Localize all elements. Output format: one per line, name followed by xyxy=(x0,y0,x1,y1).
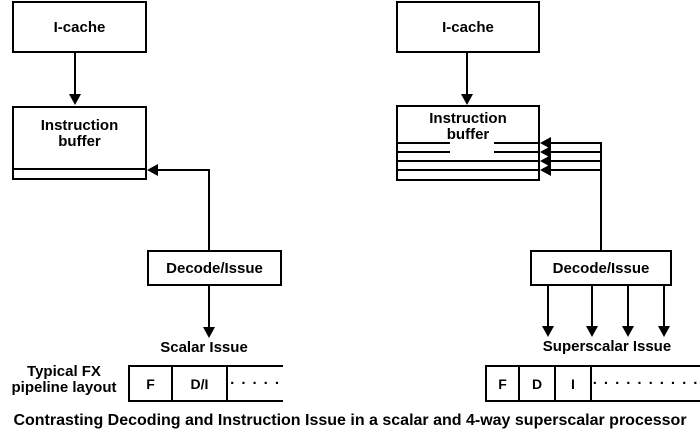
scalar-pipeline-caption-line2: pipeline layout xyxy=(11,379,117,396)
issue-arrow-line-2 xyxy=(591,286,593,326)
superscalar-decode-issue-label: Decode/Issue xyxy=(552,259,650,277)
superscalar-buffer-label-line1: Instruction xyxy=(429,110,507,127)
scalar-buffer-label-line2: buffer xyxy=(58,133,101,150)
scalar-pipeline-caption-line1: Typical FX xyxy=(27,363,101,380)
scalar-decode-issue-box: Decode/Issue xyxy=(147,250,282,286)
buffer-feed-arrowhead-4-icon xyxy=(540,164,551,176)
issue-arrow-line-1 xyxy=(547,286,549,326)
buffer-entry-line-2-left xyxy=(396,151,450,153)
superscalar-issue-label: Superscalar Issue xyxy=(542,338,672,355)
issue-arrow-line-4 xyxy=(663,286,665,326)
scalar-issue-label: Scalar Issue xyxy=(160,339,248,356)
scalar-feedback-arrowhead-icon xyxy=(147,164,158,176)
issue-arrowhead-3-icon xyxy=(622,326,634,337)
superscalar-fetch-arrow-line xyxy=(466,53,468,94)
superscalar-pipeline-stage-fetch: F xyxy=(485,365,520,402)
superscalar-icache-box: I-cache xyxy=(396,1,540,53)
superscalar-feedback-vertical-line xyxy=(600,142,602,250)
scalar-issue-arrowhead-icon xyxy=(203,327,215,338)
superscalar-buffer-label-line2: buffer xyxy=(446,126,490,143)
scalar-feedback-vertical-line xyxy=(208,169,210,250)
buffer-feed-line-4 xyxy=(551,169,602,171)
scalar-issue-arrow-line xyxy=(208,286,210,327)
buffer-feed-line-2 xyxy=(551,151,602,153)
scalar-pipeline-stage-continuation-dots: · · · · · xyxy=(228,365,283,402)
scalar-icache-box: I-cache xyxy=(12,1,147,53)
buffer-entry-line-1-right xyxy=(494,142,540,144)
buffer-entry-line-3 xyxy=(396,160,540,162)
superscalar-icache-label: I-cache xyxy=(442,18,494,36)
scalar-pipeline-caption: Typical FX pipeline layout xyxy=(0,364,128,396)
buffer-feed-line-1 xyxy=(551,142,602,144)
issue-arrow-line-3 xyxy=(627,286,629,326)
scalar-pipeline-stage-decode-issue: D/I xyxy=(173,365,228,402)
scalar-buffer-slot-line xyxy=(12,168,147,170)
buffer-feed-arrowhead-1-icon xyxy=(540,137,551,149)
buffer-entry-line-1-left xyxy=(396,142,450,144)
issue-arrowhead-4-icon xyxy=(658,326,670,337)
scalar-fetch-arrow-line xyxy=(74,53,76,94)
scalar-pipeline-stage-fetch: F xyxy=(128,365,173,402)
issue-arrowhead-2-icon xyxy=(586,326,598,337)
buffer-feed-arrowhead-3-icon xyxy=(540,155,551,167)
scalar-feedback-horizontal-line xyxy=(158,169,210,171)
superscalar-fetch-arrowhead-icon xyxy=(461,94,473,105)
buffer-feed-arrowhead-2-icon xyxy=(540,146,551,158)
superscalar-pipeline-stage-decode: D xyxy=(520,365,556,402)
superscalar-pipeline-stage-continuation-dots: · · · · · · · · · · xyxy=(592,365,700,402)
scalar-fetch-arrowhead-icon xyxy=(69,94,81,105)
buffer-entry-line-4 xyxy=(396,169,540,171)
buffer-feed-line-3 xyxy=(551,160,602,162)
superscalar-decode-issue-box: Decode/Issue xyxy=(530,250,672,286)
scalar-decode-issue-label: Decode/Issue xyxy=(166,259,263,277)
scalar-buffer-label-line1: Instruction xyxy=(40,117,119,134)
issue-arrowhead-1-icon xyxy=(542,326,554,337)
scalar-icache-label: I-cache xyxy=(53,18,106,36)
scalar-instruction-buffer-box: Instruction buffer xyxy=(12,106,147,180)
buffer-entry-line-2-right xyxy=(494,151,540,153)
superscalar-pipeline-stage-issue: I xyxy=(556,365,592,402)
figure-caption: Contrasting Decoding and Instruction Iss… xyxy=(13,412,687,429)
